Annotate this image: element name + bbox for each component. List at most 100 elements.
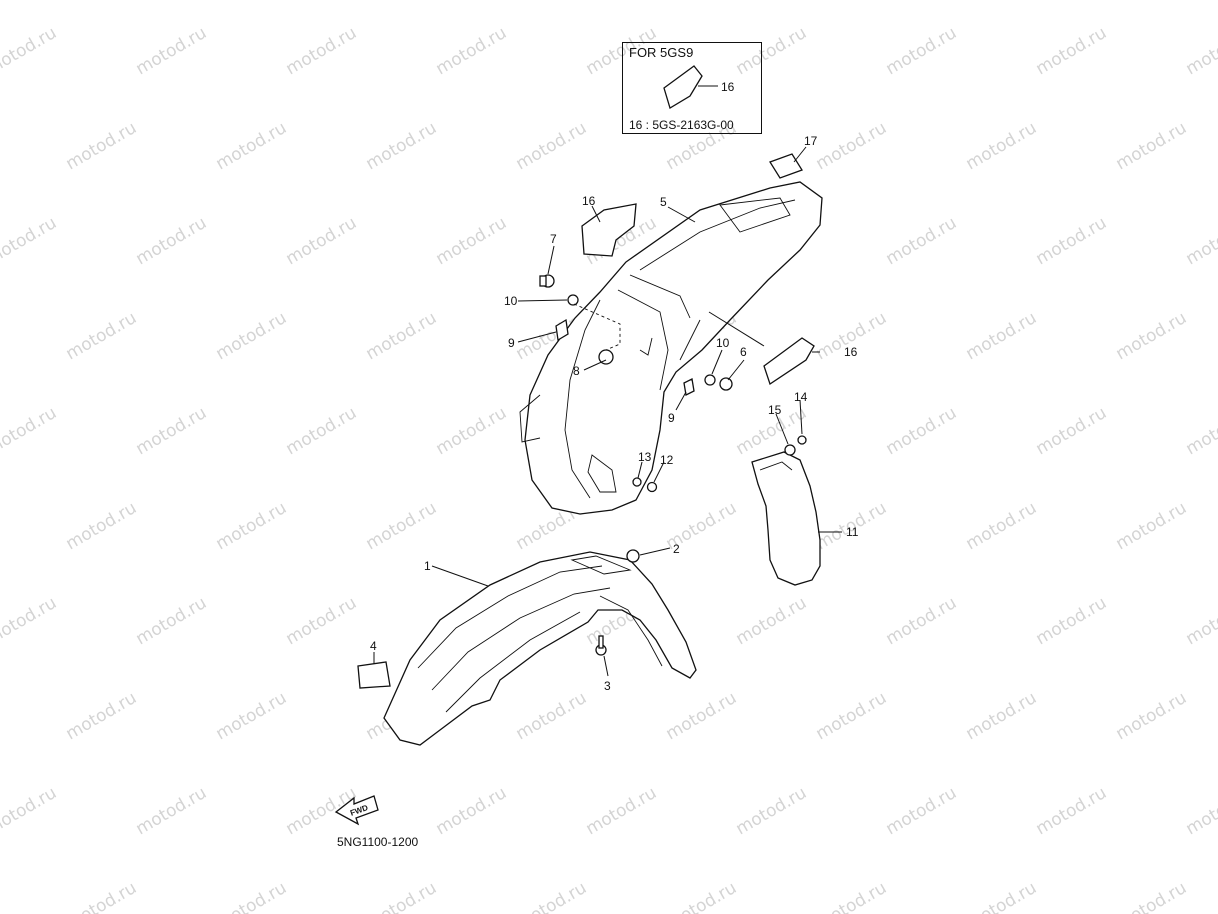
watermark-text: motod.ru (0, 593, 60, 649)
watermark-text: motod.ru (1033, 783, 1111, 839)
watermark-text: motod.ru (963, 688, 1041, 744)
watermark-text: motod.ru (283, 213, 361, 269)
watermark-text: motod.ru (0, 23, 60, 79)
watermark-text: motod.ru (1113, 498, 1191, 554)
watermark-text: motod.ru (63, 688, 141, 744)
watermark-text: motod.ru (1113, 118, 1191, 174)
watermark-text: motod.ru (133, 783, 211, 839)
callout-6: 6 (740, 345, 747, 359)
watermark-text: motod.ru (1033, 23, 1111, 79)
watermark-text: motod.ru (433, 23, 511, 79)
watermark-text: motod.ru (1033, 213, 1111, 269)
watermark-text: motod.ru (813, 878, 891, 914)
callout-10-left: 10 (504, 294, 518, 308)
watermark-text: motod.ru (1033, 403, 1111, 459)
watermark-text: motod.ru (133, 213, 211, 269)
watermark-text: motod.ru (133, 23, 211, 79)
callout-7: 7 (550, 232, 557, 246)
watermark-text: motod.ru (363, 308, 441, 364)
watermark-text: motod.ru (63, 118, 141, 174)
watermark-text: motod.ru (63, 878, 141, 914)
callout-16-left: 16 (582, 194, 596, 208)
watermark-text: motod.ru (1113, 878, 1191, 914)
callout-16-inset: 16 (721, 80, 735, 94)
watermark-text: motod.ru (63, 308, 141, 364)
rear-fender (519, 181, 823, 515)
watermark-text: motod.ru (213, 878, 291, 914)
watermark-text: motod.ru (883, 783, 961, 839)
callout-11: 11 (846, 525, 859, 539)
watermark-text: motod.ru (883, 403, 961, 459)
callout-14: 14 (794, 390, 808, 404)
watermark-text: motod.ru (213, 688, 291, 744)
inset-title: FOR 5GS9 (629, 45, 694, 60)
watermark-text: motod.ru (1113, 688, 1191, 744)
watermark-text: motod.ru (0, 783, 60, 839)
watermark-text: motod.ru (963, 308, 1041, 364)
watermark-text: motod.ru (1183, 593, 1218, 649)
watermark-text: motod.ru (0, 403, 60, 459)
watermark-text: motod.ru (213, 498, 291, 554)
watermark-text: motod.ru (513, 688, 591, 744)
hardware (334, 65, 815, 826)
mud-flap (751, 451, 821, 586)
watermark-text: motod.ru (963, 878, 1041, 914)
watermark-text: motod.ru (813, 118, 891, 174)
callout-8: 8 (573, 364, 580, 378)
watermark-text: motod.ru (363, 878, 441, 914)
watermark-text: motod.ru (1183, 213, 1218, 269)
watermark-text: motod.ru (813, 688, 891, 744)
watermark-text: motod.ru (63, 498, 141, 554)
callout-12: 12 (660, 453, 674, 467)
variant-inset-box: FOR 5GS9 16 : 5GS-2163G-00 (622, 42, 762, 134)
watermark-text: motod.ru (433, 783, 511, 839)
watermark-text: motod.ru (663, 878, 741, 914)
callout-1: 1 (424, 559, 431, 573)
watermark-text: motod.ru (1113, 308, 1191, 364)
watermark-text: motod.ru (213, 118, 291, 174)
watermark-text: motod.ru (133, 403, 211, 459)
callout-3: 3 (604, 679, 611, 693)
watermark-text: motod.ru (733, 593, 811, 649)
watermark-text: motod.ru (283, 403, 361, 459)
watermark-text: motod.ru (733, 783, 811, 839)
watermark-text: motod.ru (963, 498, 1041, 554)
callout-17: 17 (804, 134, 818, 148)
watermark-text: motod.ru (963, 118, 1041, 174)
watermark-text: motod.ru (663, 688, 741, 744)
watermark-text: motod.ru (0, 213, 60, 269)
watermark-text: motod.ru (283, 23, 361, 79)
front-fender (383, 551, 697, 746)
watermark-text: motod.ru (883, 23, 961, 79)
watermark-text: motod.ru (1033, 593, 1111, 649)
watermark-text: motod.ru (583, 783, 661, 839)
callout-9-right: 9 (668, 411, 675, 425)
watermark-text: motod.ru (363, 498, 441, 554)
watermark-text: motod.ru (133, 593, 211, 649)
callout-9-left: 9 (508, 336, 515, 350)
callout-labels: 16 17 16 5 7 10 9 8 10 6 9 16 14 15 13 1… (349, 80, 859, 818)
callout-4: 4 (370, 639, 377, 653)
watermark-text: motod.ru (883, 593, 961, 649)
callout-15: 15 (768, 403, 782, 417)
watermark-text: motod.ru (433, 213, 511, 269)
watermark-text: motod.ru (283, 593, 361, 649)
callout-2: 2 (673, 542, 680, 556)
diagram-code: 5NG1100-1200 (337, 835, 419, 849)
watermark-text: motod.ru (213, 308, 291, 364)
callout-13: 13 (638, 450, 652, 464)
callout-5: 5 (660, 195, 667, 209)
watermark-text: motod.ru (513, 118, 591, 174)
watermark-text: motod.ru (1183, 783, 1218, 839)
callout-16-right: 16 (844, 345, 858, 359)
watermark-text: motod.ru (883, 213, 961, 269)
callout-10-right: 10 (716, 336, 730, 350)
watermark-text: motod.ru (433, 403, 511, 459)
inset-part-number: 16 : 5GS-2163G-00 (629, 118, 734, 132)
leader-lines (373, 85, 842, 677)
watermark-text: motod.ru (513, 878, 591, 914)
watermark-text: motod.ru (1183, 23, 1218, 79)
watermark-text: motod.ru (363, 118, 441, 174)
watermark-text: motod.ru (1183, 403, 1218, 459)
